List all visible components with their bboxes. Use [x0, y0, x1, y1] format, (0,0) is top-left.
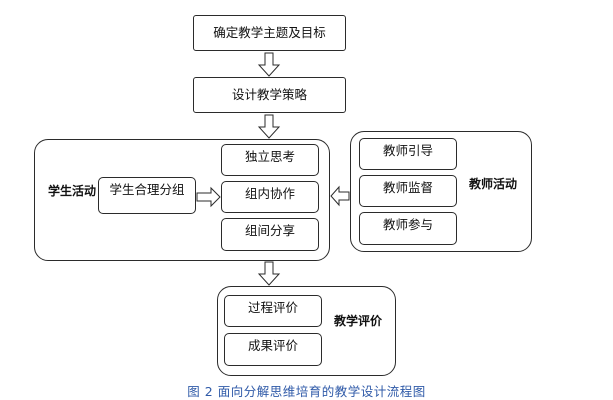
- group-collaboration-label: 组内协作: [244, 186, 295, 201]
- strategy-box: 设计教学策略: [193, 77, 346, 113]
- topic-goals-box: 确定教学主题及目标: [193, 15, 346, 51]
- arrow-down-3: [257, 261, 281, 286]
- group-collaboration-box: 组内协作: [221, 181, 319, 213]
- topic-goals-label: 确定教学主题及目标: [213, 24, 326, 40]
- arrow-down-1: [257, 52, 281, 77]
- outcome-evaluation-label: 成果评价: [247, 338, 298, 353]
- figure-caption: 图 2 面向分解思维培育的教学设计流程图: [187, 384, 426, 399]
- teacher-supervise-box: 教师监督: [359, 175, 457, 207]
- group-sharing-box: 组间分享: [221, 218, 319, 251]
- student-activity-label: 学生活动: [48, 184, 97, 198]
- teacher-guide-label: 教师引导: [382, 143, 433, 158]
- teacher-supervise-label: 教师监督: [382, 180, 433, 195]
- teacher-activity-label: 教师活动: [469, 177, 518, 191]
- independent-thinking-box: 独立思考: [221, 144, 319, 176]
- arrow-down-2: [257, 114, 281, 139]
- teacher-participate-label: 教师参与: [382, 217, 433, 232]
- arrow-right-grouping: [196, 186, 221, 208]
- teaching-evaluation-label: 教学评价: [334, 314, 383, 328]
- teacher-guide-box: 教师引导: [359, 138, 457, 170]
- process-evaluation-box: 过程评价: [224, 295, 322, 327]
- strategy-label: 设计教学策略: [231, 86, 307, 102]
- grouping-label: 学生合理分组: [109, 182, 185, 197]
- independent-thinking-label: 独立思考: [244, 149, 295, 164]
- grouping-box: 学生合理分组: [98, 177, 196, 214]
- arrow-left-teacher: [330, 185, 350, 207]
- teacher-participate-box: 教师参与: [359, 212, 457, 245]
- group-sharing-label: 组间分享: [244, 223, 295, 238]
- process-evaluation-label: 过程评价: [247, 300, 298, 315]
- outcome-evaluation-box: 成果评价: [224, 333, 322, 366]
